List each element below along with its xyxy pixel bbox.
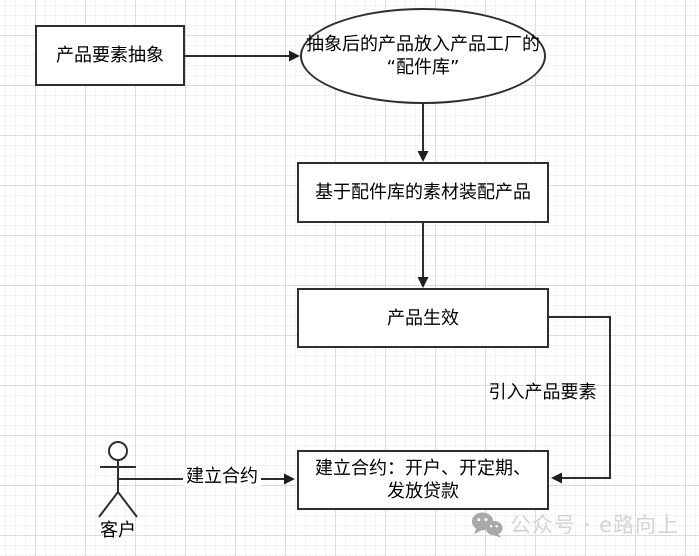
actor-figure-icon <box>98 441 138 518</box>
arrowhead-right-icon <box>284 473 295 485</box>
wechat-icon <box>471 512 503 538</box>
watermark: 公众号 · e路向上 <box>471 510 679 538</box>
edge-label-establish-contract: 建立合约 <box>183 467 261 487</box>
watermark-text: 公众号 · e路向上 <box>510 513 679 537</box>
node-parts-library-ellipse: 抽象后的产品放入产品工厂的 “配件库” <box>300 8 546 104</box>
node-product-effective: 产品生效 <box>297 288 549 348</box>
actor-label: 客户 <box>100 520 136 541</box>
arrowhead-right-icon <box>289 50 300 62</box>
edge-effective-to-contract <box>549 316 611 479</box>
arrowhead-left-icon <box>551 472 562 484</box>
node-assemble-product: 基于配件库的素材装配产品 <box>297 162 549 223</box>
arrowhead-down-icon <box>417 277 429 288</box>
edge-label-introduce-elements: 引入产品要素 <box>488 382 597 403</box>
node-establish-contract: 建立合约：开户、开定期、 发放贷款 <box>297 450 549 510</box>
arrowhead-down-icon <box>417 151 429 162</box>
node-product-element-abstraction: 产品要素抽象 <box>35 25 185 86</box>
